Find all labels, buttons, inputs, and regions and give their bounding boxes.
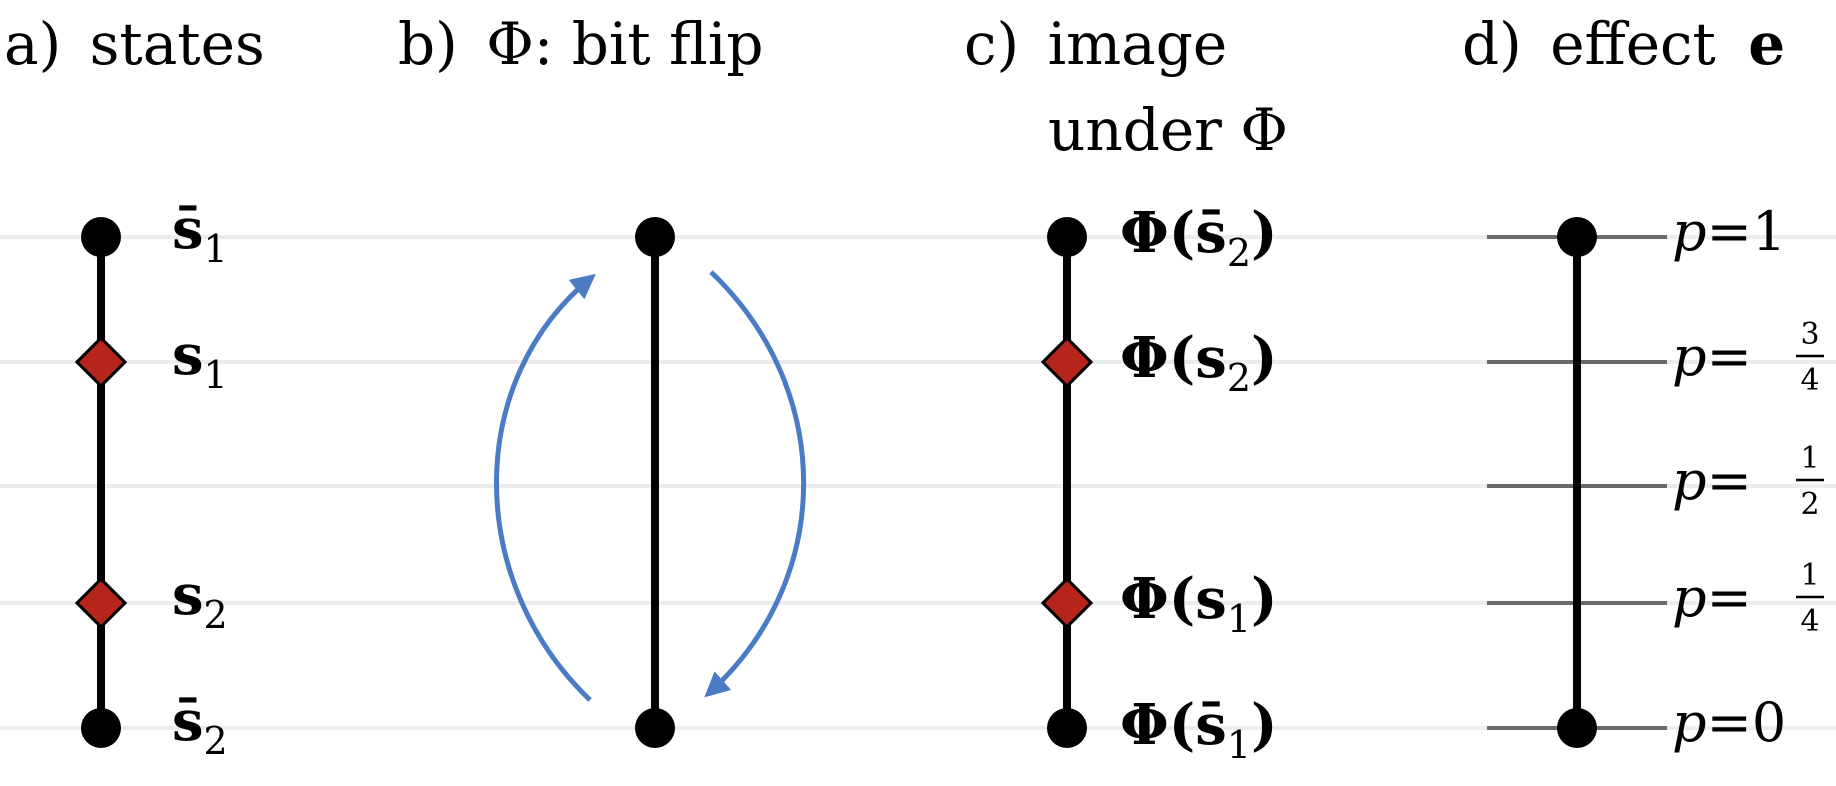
mixed-state-lower xyxy=(1040,576,1094,630)
panel-a: a) states s̄1 s1 s2 s̄2 xyxy=(4,10,265,763)
panel-b: b) Φ: bit flip xyxy=(398,10,807,748)
pure-state-top xyxy=(635,217,675,257)
mixed-state-upper xyxy=(74,335,128,389)
panel-d-title-text: effect xyxy=(1550,10,1716,78)
effect-label-1-4-den: 4 xyxy=(1800,604,1819,639)
panel-d-title: d) effect e xyxy=(1462,10,1785,78)
panel-c: c) image under Φ Φ(s̄2) Φ(s2) Φ(s1) Φ(s̄… xyxy=(964,10,1288,767)
effect-label-0: p=0 xyxy=(1672,691,1786,754)
panel-d: d) effect e p=1 p= 3 4 p= 1 2 xyxy=(1462,10,1824,754)
panel-b-title: b) Φ: bit flip xyxy=(398,10,764,78)
pure-state-top xyxy=(1557,217,1597,257)
label-phi-s-1: Φ(s1) xyxy=(1120,566,1278,641)
effect-label-1-2-den: 2 xyxy=(1800,487,1819,522)
panel-d-title-bold: e xyxy=(1748,10,1785,78)
pure-state-top xyxy=(81,217,121,257)
panel-c-title-line2: under Φ xyxy=(1048,96,1288,164)
guide-lines xyxy=(0,235,1836,730)
label-phi-sbar-2: Φ(s̄2) xyxy=(1120,200,1278,275)
effect-label-1-2: p= xyxy=(1672,449,1752,512)
pure-state-bottom xyxy=(81,708,121,748)
pure-state-bottom xyxy=(635,708,675,748)
effect-label-1-2-num: 1 xyxy=(1800,441,1819,476)
panel-b-title-text: Φ: bit flip xyxy=(486,10,763,78)
pure-state-bottom xyxy=(1047,708,1087,748)
label-sbar-1: s̄1 xyxy=(172,196,228,271)
mixed-state-lower xyxy=(74,576,128,630)
panel-a-title-text: states xyxy=(90,10,265,78)
flip-arrow-left xyxy=(494,273,596,702)
label-phi-sbar-1: Φ(s̄1) xyxy=(1120,692,1278,767)
label-sbar-2: s̄2 xyxy=(172,688,228,763)
panel-c-title-text: image xyxy=(1048,10,1228,78)
effect-label-1-4: p= xyxy=(1672,566,1752,629)
pure-state-top xyxy=(1047,217,1087,257)
panel-a-title: a) states xyxy=(4,10,265,78)
panel-b-tag: b) xyxy=(398,10,458,78)
label-phi-s-2: Φ(s2) xyxy=(1120,325,1278,400)
effect-label-3-4: p= xyxy=(1672,325,1752,388)
panel-c-title-line1: c) image xyxy=(964,10,1227,78)
effect-label-3-4-num: 3 xyxy=(1800,317,1819,352)
panel-d-tag: d) xyxy=(1462,10,1522,78)
label-s-2: s2 xyxy=(172,562,228,637)
panel-c-tag: c) xyxy=(964,10,1019,78)
pure-state-bottom xyxy=(1557,708,1597,748)
mixed-state-upper xyxy=(1040,335,1094,389)
effect-label-1-4-num: 1 xyxy=(1800,558,1819,593)
panel-a-tag: a) xyxy=(4,10,61,78)
effect-label-3-4-den: 4 xyxy=(1800,363,1819,398)
label-s-1: s1 xyxy=(172,322,228,397)
effect-label-1: p=1 xyxy=(1672,200,1786,263)
flip-arrow-right xyxy=(704,270,807,698)
